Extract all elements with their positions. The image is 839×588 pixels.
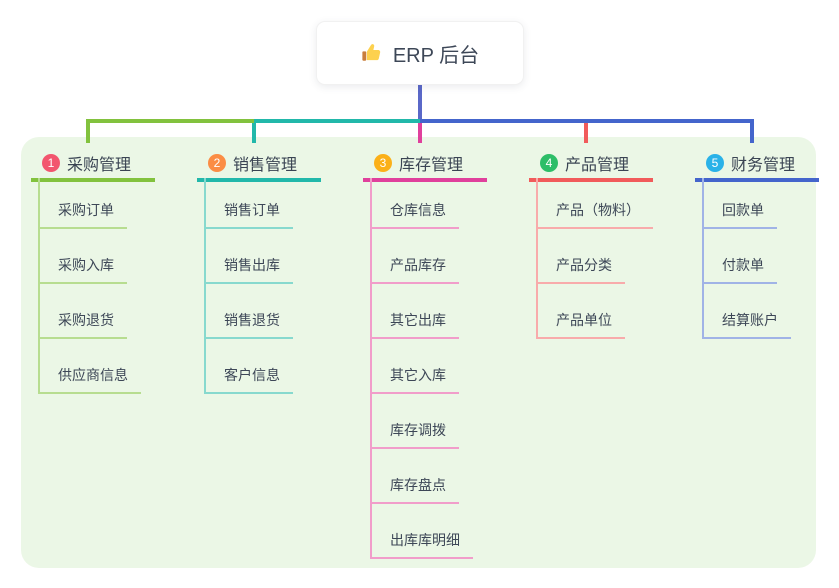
branch-spine-line	[370, 178, 372, 559]
branch-spine-line	[38, 178, 40, 394]
connector-riser	[584, 123, 588, 143]
child-node[interactable]: 产品（物料）	[536, 195, 653, 229]
branch-node[interactable]: 3 库存管理	[363, 148, 487, 182]
child-label: 结算账户	[722, 312, 778, 328]
branch-number-badge: 4	[540, 154, 558, 172]
child-label: 销售出库	[224, 257, 280, 273]
branch-label: 库存管理	[399, 157, 464, 174]
child-label: 库存盘点	[390, 477, 446, 493]
branch-number-badge: 3	[374, 154, 392, 172]
child-label: 产品分类	[556, 257, 612, 273]
child-node[interactable]: 供应商信息	[38, 360, 141, 394]
child-node[interactable]: 仓库信息	[370, 195, 459, 229]
child-node[interactable]: 采购订单	[38, 195, 127, 229]
branch-spine-line	[536, 178, 538, 339]
child-node[interactable]: 付款单	[702, 250, 777, 284]
child-node[interactable]: 其它出库	[370, 305, 459, 339]
connector-root-vertical	[418, 84, 422, 123]
child-label: 付款单	[722, 257, 764, 273]
child-node[interactable]: 销售出库	[204, 250, 293, 284]
connector-bus-segment	[254, 119, 420, 123]
root-label: ERP 后台	[392, 44, 480, 67]
child-node[interactable]: 销售订单	[204, 195, 293, 229]
child-label: 采购入库	[58, 257, 114, 273]
child-node[interactable]: 出库库明细	[370, 525, 473, 559]
thumbs-up-icon	[361, 42, 383, 64]
child-label: 产品单位	[556, 312, 612, 328]
child-label: 仓库信息	[390, 202, 446, 218]
child-node[interactable]: 客户信息	[204, 360, 293, 394]
child-label: 其它出库	[390, 312, 446, 328]
branch-spine-line	[702, 178, 704, 339]
child-node[interactable]: 回款单	[702, 195, 777, 229]
connector-bus-segment	[86, 119, 254, 123]
branch-number-badge: 2	[208, 154, 226, 172]
branch-number-badge: 1	[42, 154, 60, 172]
child-label: 产品（物料）	[556, 202, 640, 218]
child-label: 出库库明细	[390, 532, 460, 548]
child-node[interactable]: 产品分类	[536, 250, 625, 284]
branch-node[interactable]: 4 产品管理	[529, 148, 653, 182]
connector-riser	[86, 123, 90, 143]
connector-riser	[750, 123, 754, 143]
branch-spine-line	[204, 178, 206, 394]
child-label: 回款单	[722, 202, 764, 218]
child-node[interactable]: 库存调拨	[370, 415, 459, 449]
branch-label: 销售管理	[233, 157, 298, 174]
branches-panel	[21, 137, 816, 568]
child-node[interactable]: 其它入库	[370, 360, 459, 394]
branch-number-badge: 5	[706, 154, 724, 172]
child-label: 供应商信息	[58, 367, 128, 383]
branch-node[interactable]: 2 销售管理	[197, 148, 321, 182]
child-label: 采购退货	[58, 312, 114, 328]
child-node[interactable]: 销售退货	[204, 305, 293, 339]
child-label: 销售订单	[224, 202, 280, 218]
child-label: 产品库存	[390, 257, 446, 273]
child-node[interactable]: 采购退货	[38, 305, 127, 339]
child-label: 客户信息	[224, 367, 280, 383]
child-node[interactable]: 库存盘点	[370, 470, 459, 504]
connector-bus-segment	[420, 119, 754, 123]
root-node[interactable]: ERP 后台	[316, 21, 524, 85]
child-label: 采购订单	[58, 202, 114, 218]
branch-node[interactable]: 5 财务管理	[695, 148, 819, 182]
child-node[interactable]: 产品单位	[536, 305, 625, 339]
child-label: 销售退货	[224, 312, 280, 328]
branch-node[interactable]: 1 采购管理	[31, 148, 155, 182]
branch-label: 采购管理	[67, 157, 132, 174]
child-label: 库存调拨	[390, 422, 446, 438]
child-node[interactable]: 产品库存	[370, 250, 459, 284]
branch-label: 财务管理	[731, 157, 796, 174]
connector-riser	[252, 123, 256, 143]
connector-riser	[418, 123, 422, 143]
child-label: 其它入库	[390, 367, 446, 383]
branch-label: 产品管理	[565, 157, 630, 174]
child-node[interactable]: 结算账户	[702, 305, 791, 339]
child-node[interactable]: 采购入库	[38, 250, 127, 284]
